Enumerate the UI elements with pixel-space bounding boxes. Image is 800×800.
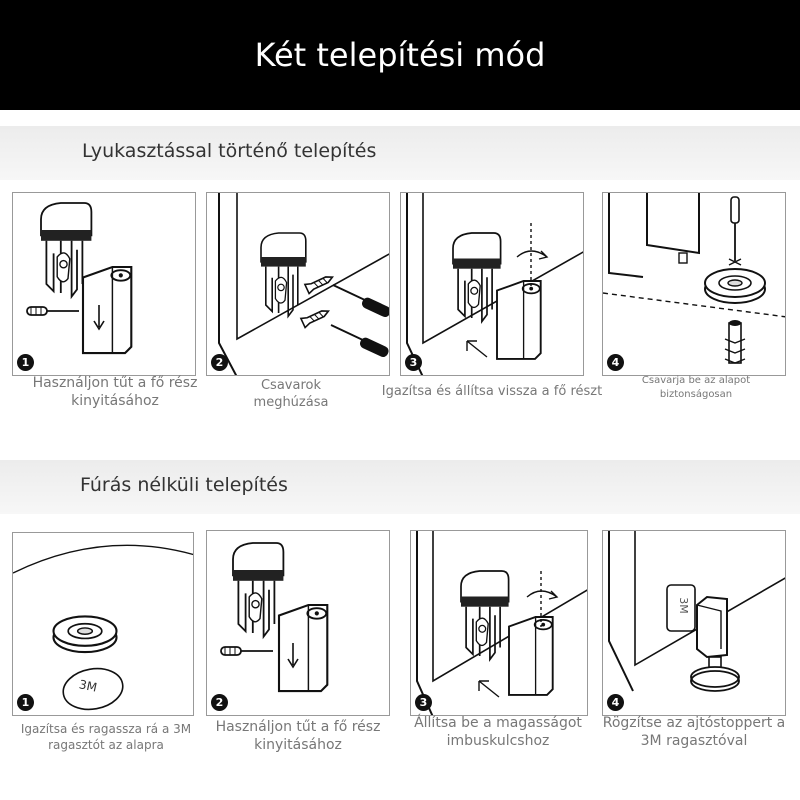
- step-caption: Használjon tűt a fő rész kinyitásához: [32, 375, 198, 410]
- step-number: 3: [415, 694, 432, 711]
- illustration-apply-3m-tape: [13, 544, 193, 711]
- step-caption: Csavarok meghúzása: [253, 378, 329, 410]
- step-caption: Csavarja be az alapot biztonságosan: [641, 375, 751, 400]
- step-caption: Igazítsa és állítsa vissza a fő részt: [381, 384, 603, 399]
- step-number: 2: [211, 694, 228, 711]
- step-caption: Használjon tűt a fő rész kinyitásához: [215, 719, 381, 754]
- step-caption: Rögzítse az ajtóstoppert a 3M ragasztóva…: [602, 715, 786, 750]
- tape-label: 3M: [676, 597, 690, 614]
- illustration-tighten-screws: [218, 193, 389, 375]
- illustration-adjust-height: [416, 531, 587, 715]
- step-number: 4: [607, 694, 624, 711]
- section-title: Fúrás nélküli telepítés: [80, 474, 288, 496]
- step-panel-drill-2: 2: [206, 192, 390, 376]
- step-panel-drill-3: 3: [400, 192, 584, 376]
- step-caption: Igazítsa és ragassza rá a 3M ragasztót a…: [20, 722, 192, 752]
- section-header-no-drilling: Fúrás nélküli telepítés: [0, 460, 800, 514]
- step-panel-adhesive-4: 3M 4: [602, 530, 786, 716]
- illustration-open-with-pin: [220, 542, 329, 693]
- step-panel-adhesive-2: 2: [206, 530, 390, 716]
- illustration-mount-with-3m: [608, 531, 785, 692]
- step-number: 1: [17, 694, 34, 711]
- section-title: Lyukasztással történő telepítés: [82, 140, 377, 162]
- step-panel-drill-4: 4: [602, 192, 786, 376]
- illustration-align-reset: [406, 193, 583, 375]
- illustration-screw-base: [603, 193, 785, 364]
- step-panel-adhesive-3: 3: [410, 530, 588, 716]
- section-header-drilling: Lyukasztással történő telepítés: [0, 126, 800, 180]
- step-number: 3: [405, 354, 422, 371]
- step-panel-drill-1: 1: [12, 192, 196, 376]
- title-bar: Két telepítési mód: [0, 0, 800, 110]
- step-number: 2: [211, 354, 228, 371]
- step-number: 4: [607, 354, 624, 371]
- step-caption: Állítsa be a magasságot imbuskulcshoz: [414, 715, 582, 750]
- illustration-open-with-pin: [26, 202, 133, 355]
- step-panel-adhesive-1: 3M 1: [12, 532, 194, 716]
- step-number: 1: [17, 354, 34, 371]
- page-title: Két telepítési mód: [254, 36, 546, 74]
